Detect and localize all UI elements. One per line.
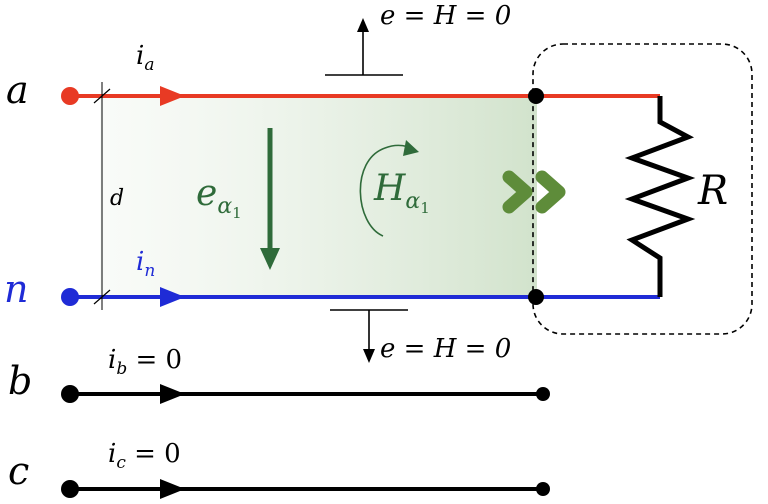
node-n-dot [61,288,79,306]
bottom-normal-arrowhead-icon [363,349,375,363]
e-field-label: eα1 [196,173,242,222]
field-region [100,96,537,297]
resistor-icon [624,96,696,297]
bottom-condition-label: e = H = 0 [380,334,511,364]
node-b-start [61,385,79,403]
current-c-arrow-icon [160,479,185,499]
node-label-a: a [6,68,29,112]
node-c-end [536,482,550,496]
current-n-arrow-icon [160,287,185,307]
node-b-end [536,387,550,401]
e-field-arrowhead-icon [260,248,280,270]
current-label-c: ic = 0 [108,439,181,473]
current-a-arrow-icon [160,86,185,106]
junction-a [528,88,544,104]
resistor-label: R [697,168,728,214]
node-label-c: c [8,449,29,493]
h-field-label: Hα1 [373,168,430,217]
top-condition-label: e = H = 0 [380,1,511,31]
double-chevron-right-icon [502,170,566,214]
h-field-curl-arrowhead-icon [403,140,419,156]
separation-label: d [110,186,124,211]
separation-tick-bottom [93,289,111,305]
node-label-b: b [8,359,32,403]
node-label-n: n [4,267,28,311]
top-normal-arrowhead-icon [357,18,369,32]
junction-n [528,289,544,305]
load-boundary [532,43,753,335]
current-b-arrow-icon [160,384,185,404]
current-label-a: ia [136,41,154,75]
current-label-n: in [136,247,155,281]
separation-tick-top [93,88,111,104]
current-label-b: ib = 0 [108,345,182,379]
node-a-dot [61,87,79,105]
node-c-start [61,480,79,498]
